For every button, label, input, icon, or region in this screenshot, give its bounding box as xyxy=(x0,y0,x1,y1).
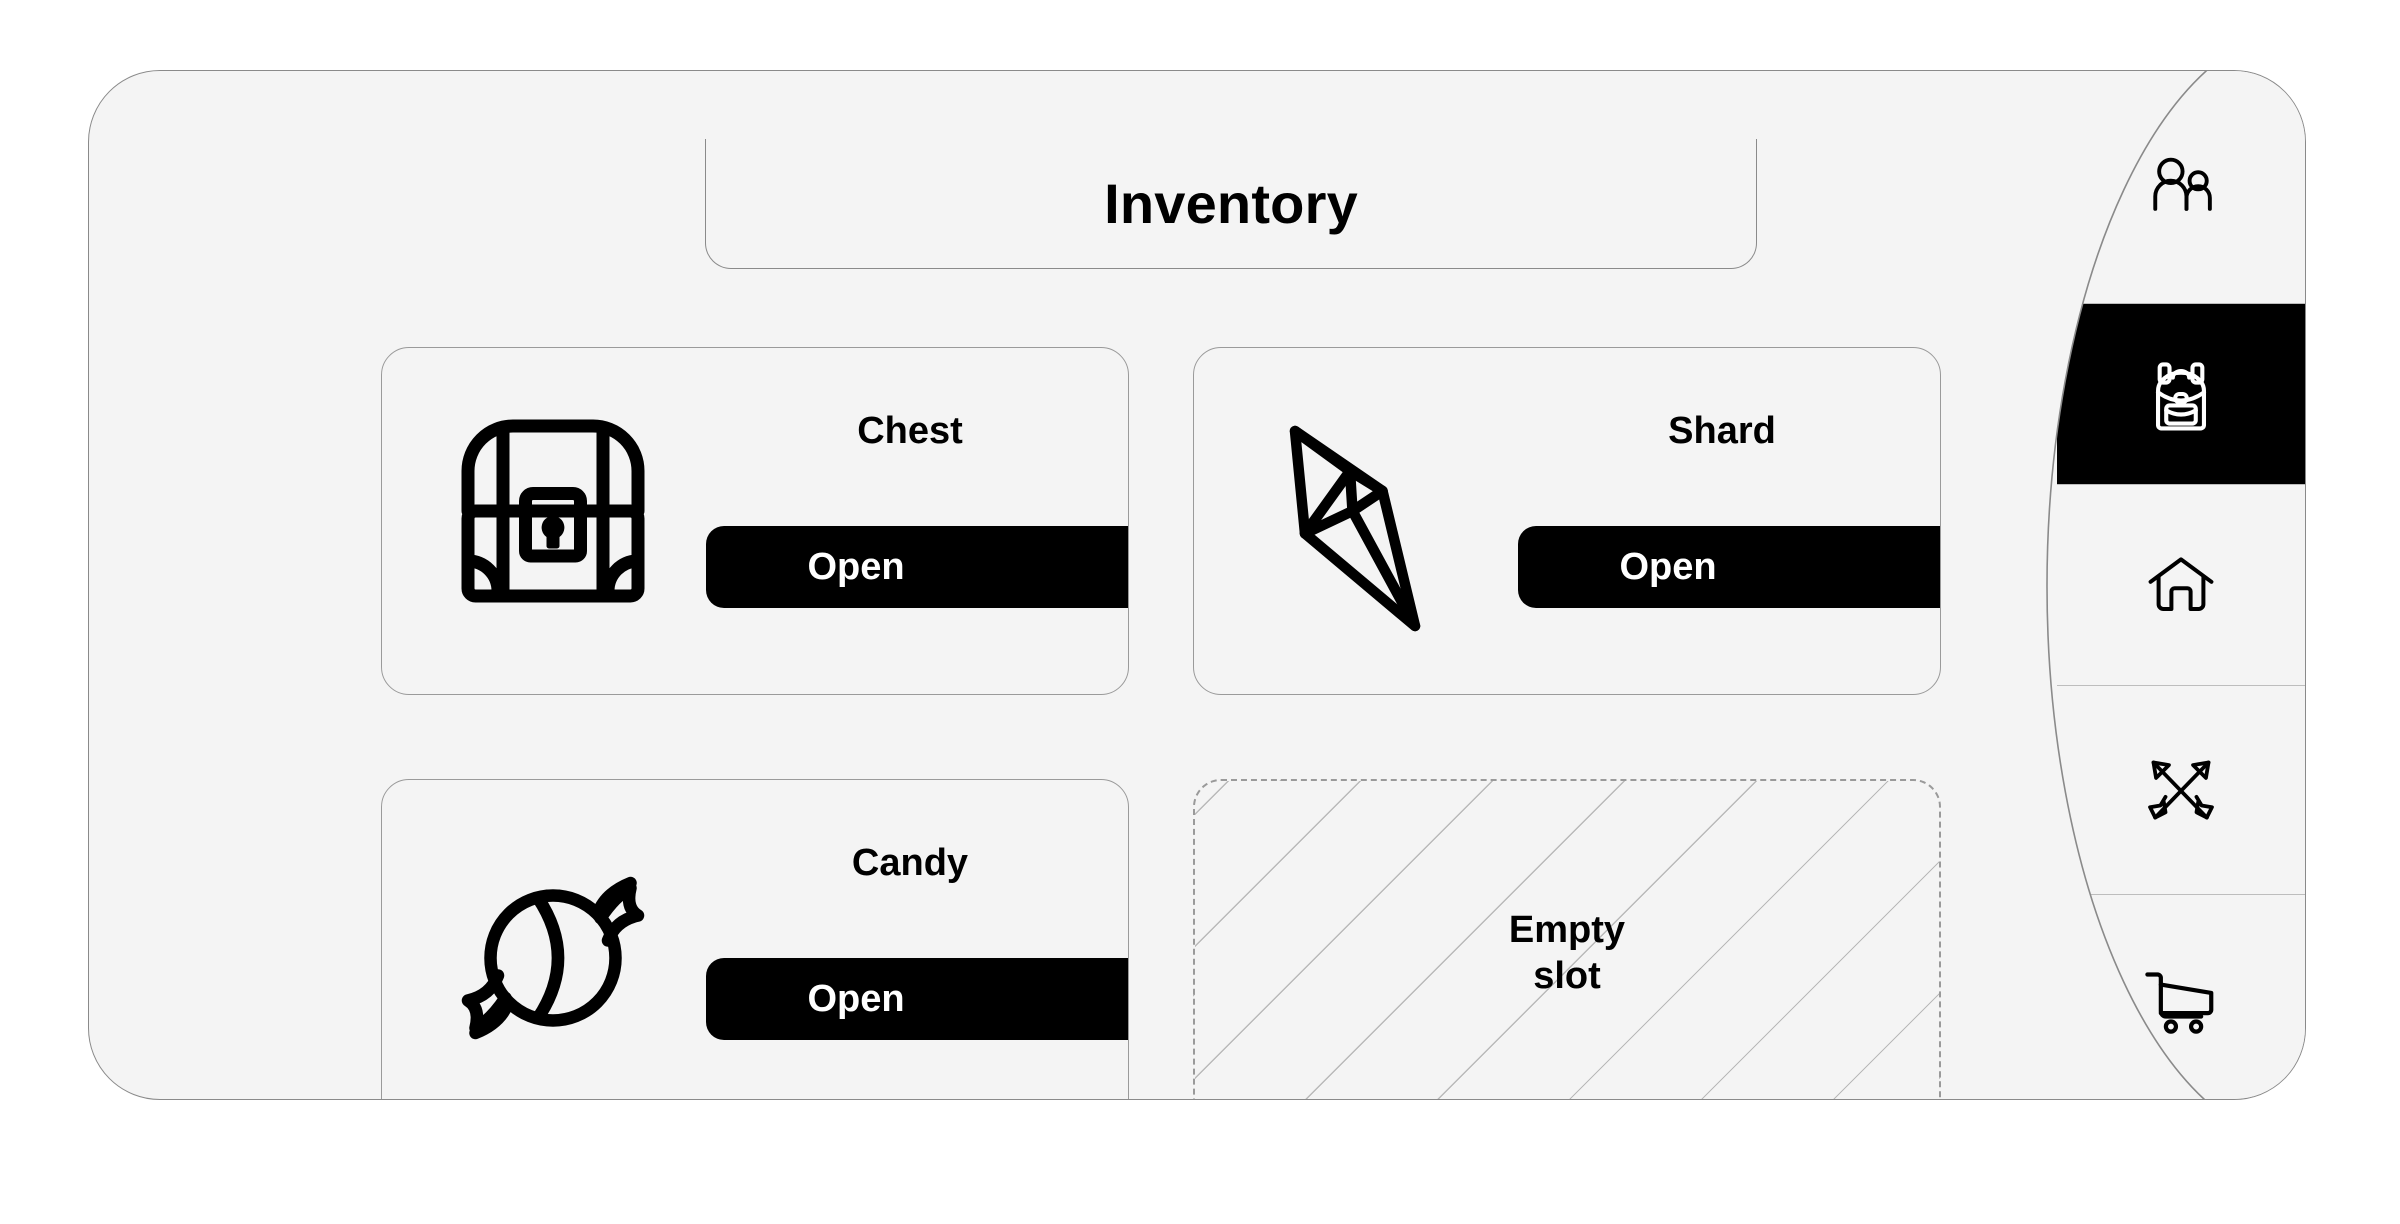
sidebar-item-shop[interactable] xyxy=(2057,895,2305,1099)
chest-icon xyxy=(428,396,678,646)
inventory-slot-chest[interactable]: Chest Open xyxy=(381,347,1129,695)
sidebar-item-inventory[interactable] xyxy=(2057,304,2305,484)
inventory-slot-candy[interactable]: Candy Open xyxy=(381,779,1129,1099)
slot-label: Shard xyxy=(1668,410,1776,452)
crossed-arrows-icon xyxy=(2138,747,2224,833)
shopping-cart-icon xyxy=(2139,956,2223,1040)
sidebar-nav xyxy=(2046,71,2305,1099)
empty-slot-line2: slot xyxy=(1533,955,1601,997)
backpack-icon xyxy=(2140,353,2222,435)
open-button-label: Open xyxy=(807,545,905,588)
slot-content-candy: Candy Open xyxy=(692,780,1128,1099)
home-icon xyxy=(2141,545,2221,625)
empty-slot-label: Empty slot xyxy=(1452,907,1682,1000)
open-button-label: Open xyxy=(1619,545,1717,588)
shard-icon xyxy=(1240,396,1490,646)
open-button-candy[interactable]: Open xyxy=(706,958,1128,1040)
page-title: Inventory xyxy=(1104,172,1358,235)
sidebar-item-friends[interactable] xyxy=(2057,71,2305,303)
empty-slot-line1: Empty xyxy=(1508,908,1626,951)
slot-content-shard: Shard Open xyxy=(1504,348,1940,694)
slot-label: Chest xyxy=(857,410,963,452)
inventory-panel: Inventory xyxy=(88,70,2306,1100)
sidebar-clip xyxy=(2057,71,2305,1099)
slot-label: Candy xyxy=(851,842,969,884)
inventory-grid: Chest Open xyxy=(381,347,1941,1099)
people-icon xyxy=(2142,148,2220,226)
open-button-label: Open xyxy=(807,977,905,1020)
candy-icon xyxy=(428,828,678,1078)
open-button-chest[interactable]: Open xyxy=(706,526,1128,608)
sidebar-item-home[interactable] xyxy=(2057,485,2305,685)
sidebar-item-battle[interactable] xyxy=(2057,686,2305,894)
open-button-shard[interactable]: Open xyxy=(1518,526,1940,608)
slot-content-chest: Chest Open xyxy=(692,348,1128,694)
inventory-slot-empty[interactable]: Empty slot xyxy=(1193,779,1941,1099)
panel-title-tab: Inventory xyxy=(705,139,1757,269)
inventory-slot-shard[interactable]: Shard Open xyxy=(1193,347,1941,695)
